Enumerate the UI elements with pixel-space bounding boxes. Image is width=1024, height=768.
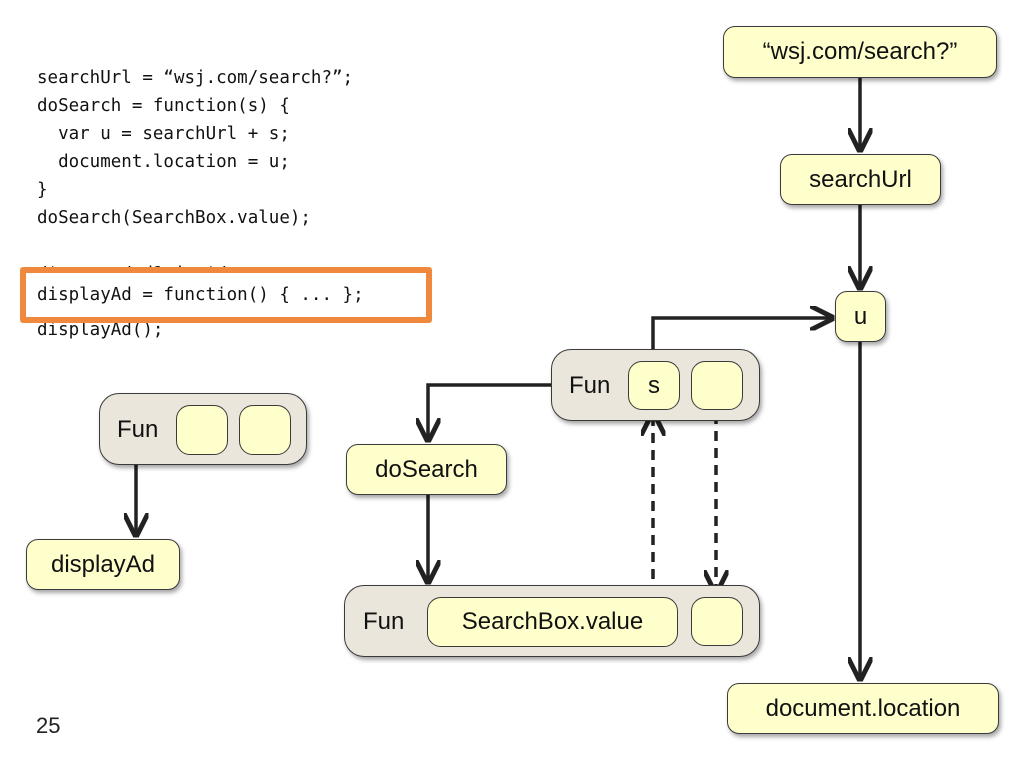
param-s-slot: s xyxy=(628,361,680,410)
code-line: searchUrl = “wsj.com/search?”; xyxy=(37,68,354,88)
code-line: doSearch = function(s) { xyxy=(37,96,290,116)
empty-slot xyxy=(176,405,228,455)
dosearch-node: doSearch xyxy=(346,444,507,495)
fun-label: Fun xyxy=(363,608,405,635)
displayad-node: displayAd xyxy=(26,539,180,590)
searchbox-value-slot: SearchBox.value xyxy=(427,597,678,647)
slide-number: 25 xyxy=(36,713,61,738)
displayad-function-node: Fun xyxy=(99,393,307,465)
searchurl-node: searchUrl xyxy=(780,154,941,205)
code-line: doSearch(SearchBox.value); xyxy=(37,208,311,228)
highlight-box xyxy=(20,267,432,323)
highlighted-code-line: displayAd = function() { ... }; xyxy=(37,285,364,305)
wsj-string-node: “wsj.com/search?” xyxy=(723,26,997,78)
call-node: Fun SearchBox.value xyxy=(344,585,760,657)
search-function-node: Fun s xyxy=(551,349,760,421)
document-location-node: document.location xyxy=(727,683,999,734)
edge-s-to-u xyxy=(651,318,832,362)
code-line: displayAd(); xyxy=(37,320,164,340)
code-line: } xyxy=(37,180,48,200)
fun-label: Fun xyxy=(569,372,611,399)
fun-label: Fun xyxy=(117,416,159,443)
u-node: u xyxy=(835,291,886,342)
result-slot xyxy=(691,597,743,646)
edge-fun-to-dosearch xyxy=(428,383,553,440)
empty-slot xyxy=(239,405,291,455)
code-line: var u = searchUrl + s; xyxy=(37,124,290,144)
return-slot xyxy=(691,361,743,410)
code-line: document.location = u; xyxy=(37,152,290,172)
